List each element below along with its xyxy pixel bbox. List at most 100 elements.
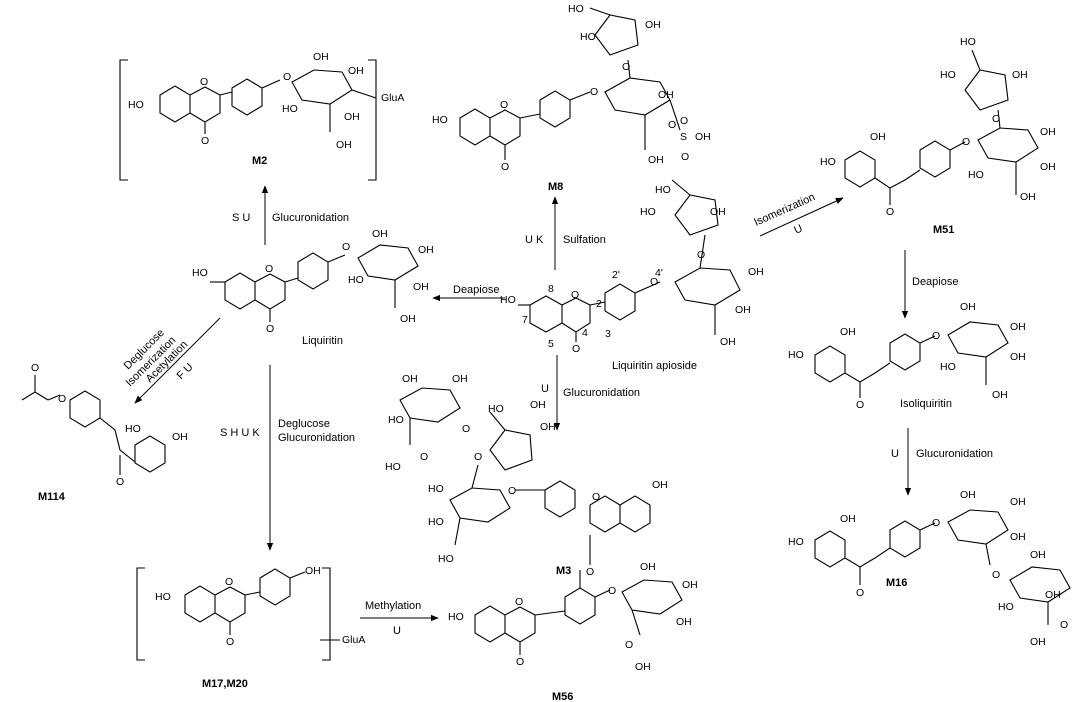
structure-liquiritin-apioside: HO O O O O OH OH OH OH HO HO 8 7 5 2 3 4… xyxy=(500,179,764,355)
svg-text:OH: OH xyxy=(1040,161,1056,173)
svg-text:HO: HO xyxy=(192,267,208,279)
structure-m114: O O O HO OH xyxy=(21,362,188,488)
svg-text:O: O xyxy=(625,639,633,651)
svg-text:OH: OH xyxy=(348,65,364,77)
compound-label-m17-m20: M17,M20 xyxy=(202,678,248,690)
svg-text:OH: OH xyxy=(418,244,434,256)
svg-text:HO: HO xyxy=(385,461,401,473)
svg-text:HO: HO xyxy=(282,103,298,115)
svg-text:OH: OH xyxy=(372,228,388,240)
svg-text:OH: OH xyxy=(1010,531,1026,543)
svg-text:OH: OH xyxy=(1020,191,1036,203)
svg-text:O: O xyxy=(516,656,524,668)
svg-text:O: O xyxy=(226,636,234,648)
svg-text:O: O xyxy=(697,249,705,261)
structure-m3: OH O O O O OH O OH OH HO HO O HO HO HO H… xyxy=(385,373,668,578)
svg-text:OH: OH xyxy=(400,313,416,325)
svg-text:O: O xyxy=(116,476,124,488)
svg-text:O: O xyxy=(200,76,208,88)
svg-text:O: O xyxy=(650,276,658,288)
svg-text:OH: OH xyxy=(1030,636,1046,648)
svg-text:GluA: GluA xyxy=(381,92,404,104)
svg-text:4: 4 xyxy=(582,327,588,339)
svg-text:OH: OH xyxy=(748,266,764,278)
svg-text:HO: HO xyxy=(940,69,956,81)
svg-text:OH: OH xyxy=(452,373,468,385)
label-u-isomerization: U xyxy=(792,223,804,237)
svg-text:OH: OH xyxy=(695,131,711,143)
svg-text:O: O xyxy=(283,71,291,83)
svg-text:OH: OH xyxy=(336,139,352,151)
label-u-methylation: U xyxy=(393,625,401,637)
svg-text:HO: HO xyxy=(488,403,504,415)
label-deapiose-right: Deapiose xyxy=(912,276,958,288)
svg-text:HO: HO xyxy=(568,3,584,15)
label-u-right: U xyxy=(891,448,899,460)
svg-text:O: O xyxy=(474,451,482,463)
svg-text:3: 3 xyxy=(605,328,611,340)
compound-label-liquiritin-apioside: Liquiritin apioside xyxy=(612,360,697,372)
svg-text:8: 8 xyxy=(548,283,554,295)
svg-text:HO: HO xyxy=(968,169,984,181)
svg-text:O: O xyxy=(962,136,970,148)
compound-label-m56: M56 xyxy=(552,691,573,702)
arrow-isomerization-to-m51 xyxy=(759,197,844,237)
label-glucuronidation-up: Glucuronidation xyxy=(272,212,349,224)
svg-text:O: O xyxy=(608,585,616,597)
svg-text:OH: OH xyxy=(870,131,886,143)
label-sulfation: Sulfation xyxy=(563,234,606,246)
svg-text:HO: HO xyxy=(388,414,404,426)
svg-text:OH: OH xyxy=(1030,549,1046,561)
label-glucuronidation-center: Glucuronidation xyxy=(563,387,640,399)
structure-liquiritin: HO O O O OH OH OH OH HO xyxy=(192,228,434,335)
structure-isoliquiritin: HO OH O O OH OH OH OH HO xyxy=(788,301,1026,411)
svg-text:OH: OH xyxy=(645,19,661,31)
svg-text:OH: OH xyxy=(720,336,736,348)
structure-m16: HO OH O O OH OH OH O OH OH HO O OH xyxy=(788,489,1071,648)
label-glucuronidation-right: Glucuronidation xyxy=(916,448,993,460)
svg-text:O: O xyxy=(462,423,470,435)
svg-text:O: O xyxy=(265,263,273,275)
svg-text:HO: HO xyxy=(820,156,836,168)
svg-text:O: O xyxy=(342,241,350,253)
svg-text:OH: OH xyxy=(1010,496,1026,508)
structure-m17-m20: HO O O OH GluA xyxy=(136,565,365,661)
svg-text:HO: HO xyxy=(448,611,464,623)
svg-text:O: O xyxy=(668,119,676,131)
svg-text:OH: OH xyxy=(840,513,856,525)
svg-text:OH: OH xyxy=(648,154,664,166)
svg-text:OH: OH xyxy=(344,111,360,123)
label-glucuronidation-2: Glucuronidation xyxy=(278,432,355,444)
svg-text:O: O xyxy=(622,61,630,73)
svg-text:5: 5 xyxy=(548,338,554,350)
svg-text:OH: OH xyxy=(1012,69,1028,81)
svg-text:O: O xyxy=(932,330,940,342)
svg-text:HO: HO xyxy=(155,591,171,603)
svg-text:O: O xyxy=(592,491,600,503)
svg-text:O: O xyxy=(201,135,209,147)
svg-text:O: O xyxy=(420,451,428,463)
svg-text:OH: OH xyxy=(1045,589,1061,601)
svg-text:OH: OH xyxy=(840,326,856,338)
svg-text:OH: OH xyxy=(658,89,674,101)
svg-text:HO: HO xyxy=(348,274,364,286)
svg-text:HO: HO xyxy=(998,601,1014,613)
svg-text:2: 2 xyxy=(596,298,602,310)
svg-text:O: O xyxy=(992,113,1000,125)
svg-text:O: O xyxy=(501,161,509,173)
structure-m2: HO O O O OH OH OH OH HO GluA xyxy=(119,51,404,181)
svg-text:HO: HO xyxy=(580,31,596,43)
structure-m51: HO OH O O O OH OH OH HO OH HO HO xyxy=(820,36,1056,218)
svg-text:2': 2' xyxy=(612,269,620,281)
svg-text:GluA: GluA xyxy=(342,634,365,646)
svg-text:HO: HO xyxy=(438,553,454,565)
label-deglucose-2: Deglucose xyxy=(278,418,330,430)
svg-text:O: O xyxy=(225,576,233,588)
svg-text:HO: HO xyxy=(655,184,671,196)
svg-text:OH: OH xyxy=(735,304,751,316)
svg-text:HO: HO xyxy=(788,349,804,361)
compound-label-m114: M114 xyxy=(38,491,66,503)
svg-text:O: O xyxy=(1060,619,1068,631)
compound-label-isoliquiritin: Isoliquiritin xyxy=(900,398,952,410)
